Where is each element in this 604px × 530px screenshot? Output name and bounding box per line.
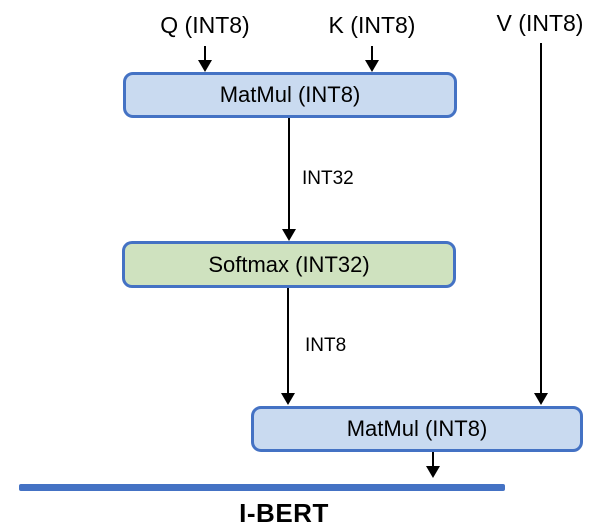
edge-int8-shaft [287,288,289,395]
node-matmul-qk-label: MatMul (INT8) [219,82,361,107]
input-label-k: K (INT8) [328,12,416,38]
ibert-baseline [19,484,505,491]
node-matmul-av-label: MatMul (INT8) [346,416,488,441]
node-softmax: Softmax (INT32) [122,241,456,288]
input-label-q: Q (INT8) [160,12,250,38]
node-softmax-label: Softmax (INT32) [208,251,370,277]
arrow-v-head-icon [534,393,548,405]
edge-int32-shaft [288,118,290,231]
arrow-k-head-icon [365,60,379,72]
edge-int8-head-icon [281,393,295,405]
arrow-q-shaft [204,46,206,62]
node-matmul-qk: MatMul (INT8) [123,72,457,118]
input-label-v: V (INT8) [496,10,584,36]
edge-label-int32: INT32 [302,168,354,189]
arrow-q-head-icon [198,60,212,72]
arrow-output-shaft [432,452,434,468]
arrow-output-head-icon [426,466,440,478]
arrow-v-shaft [540,43,542,395]
edge-label-int8: INT8 [305,335,347,356]
node-matmul-av: MatMul (INT8) [251,406,583,452]
diagram-title: I-BERT [239,498,329,528]
arrow-k-shaft [371,46,373,62]
edge-int32-head-icon [282,229,296,241]
